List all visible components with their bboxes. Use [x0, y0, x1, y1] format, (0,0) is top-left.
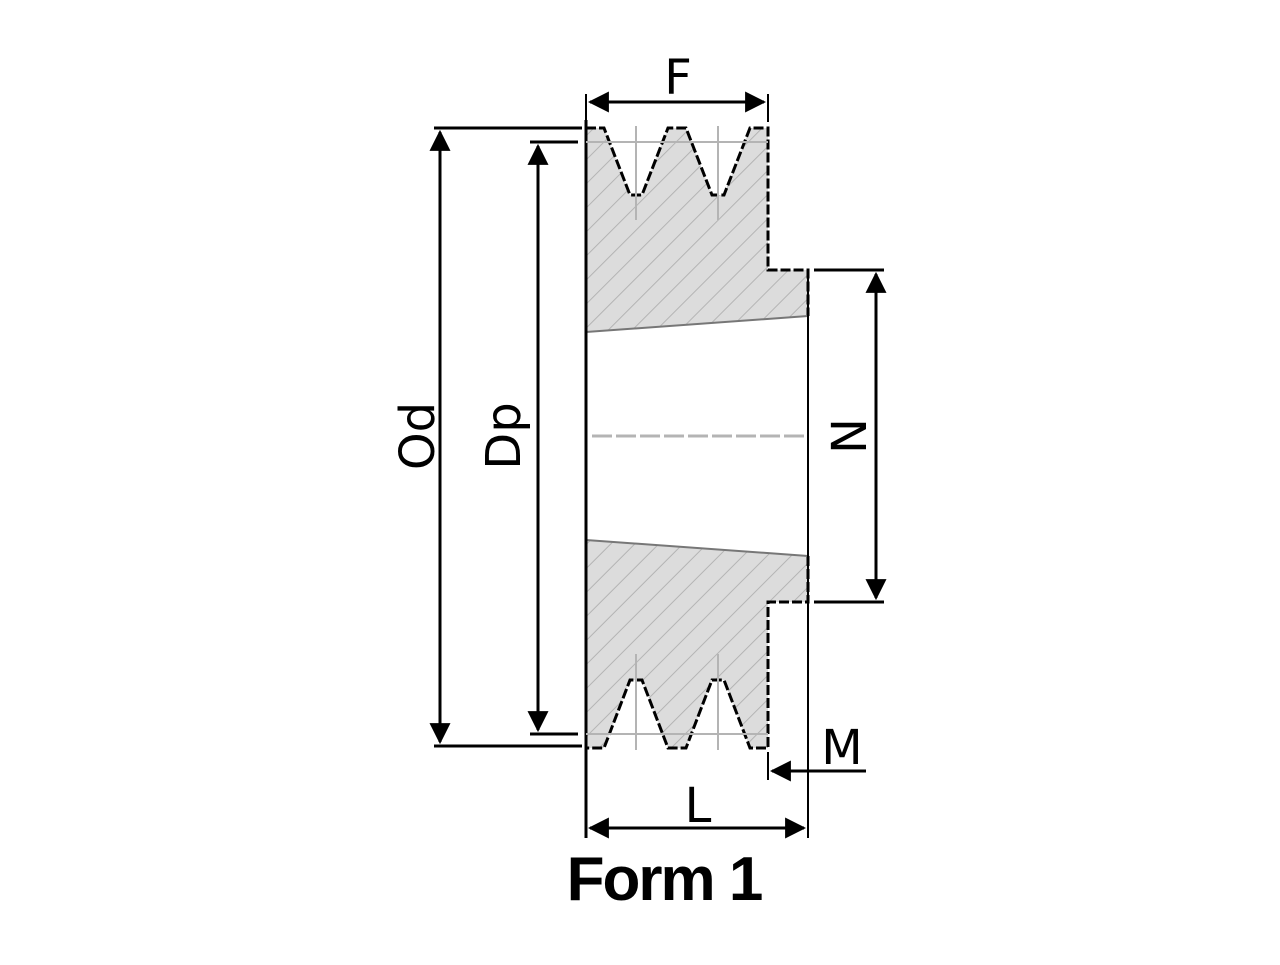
- lower-bore-taper-line: [585, 539, 809, 557]
- label-dp: Dp: [476, 402, 532, 469]
- diagram-caption: Form 1: [567, 845, 762, 914]
- lower-hatched-section: [586, 540, 808, 748]
- lower-groove-profile: [586, 556, 810, 750]
- label-m: M: [821, 720, 862, 776]
- upper-bore-taper-line: [585, 315, 809, 333]
- label-n: N: [822, 418, 878, 454]
- upper-groove-profile: [586, 126, 810, 316]
- label-f: F: [664, 50, 692, 106]
- upper-hatched-section: [586, 128, 808, 332]
- label-od: Od: [390, 402, 446, 470]
- label-l: L: [685, 778, 712, 834]
